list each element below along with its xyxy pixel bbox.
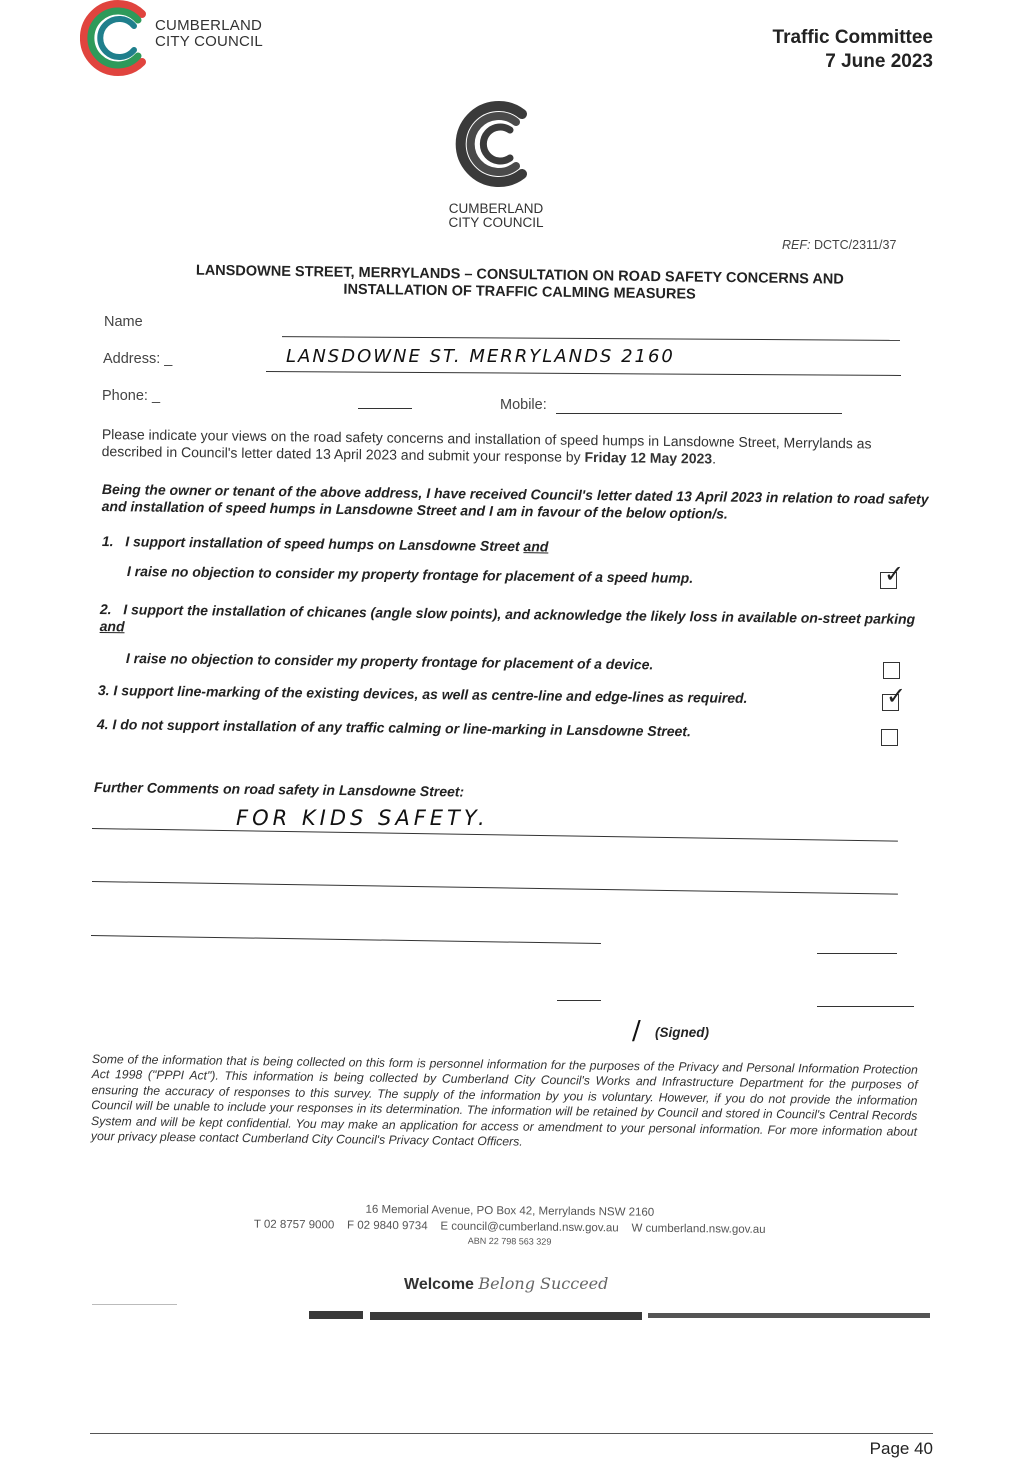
instructions: Please indicate your views on the road s… [102,426,932,470]
footer-bar-2 [370,1312,642,1320]
slogan-rest: Belong Succeed [478,1274,609,1293]
comments-line-3b[interactable] [817,953,897,954]
council-phone: T 02 8757 9000 [253,1218,335,1232]
address-field[interactable] [266,371,901,376]
option-1-sub: I raise no objection to consider my prop… [126,563,694,586]
option-4-number: 4. [96,716,109,733]
footer-bar-3 [648,1313,930,1318]
phone-label: Phone: _ [102,388,161,404]
header-date: 7 June 2023 [825,51,933,72]
page-number: Page 40 [869,1439,933,1458]
option-1: 1. I support installation of speed humps… [102,533,862,559]
option-1-checkbox[interactable] [880,572,897,589]
option-4-text: I do not support installation of any tra… [112,716,692,740]
option-1-check-mark-icon: ✓ [884,560,905,588]
mobile-field[interactable] [556,413,842,414]
option-3-check-mark-icon: ✓ [886,682,907,710]
phone-field[interactable] [358,408,412,409]
comments-line-1[interactable] [91,828,898,842]
privacy-notice: Some of the information that is being co… [90,1052,918,1149]
option-3-checkbox[interactable] [882,694,899,711]
signature-line-b[interactable] [817,1006,914,1007]
reference-number: DCTC/2311/37 [813,238,897,252]
name-label: Name [104,314,143,330]
council-web: W cumberland.nsw.gov.au [631,1222,766,1236]
page-footer-rule [90,1433,933,1434]
address-value: LANSDOWNE ST. MERRYLANDS 2160 [286,346,675,367]
instructions-text: Please indicate your views on the road s… [101,426,872,465]
name-field[interactable] [282,336,900,341]
option-2-text: I support the installation of chicanes (… [123,601,916,627]
reference: REF: DCTC/2311/37 [782,238,896,252]
option-3-text: I support line-marking of the existing d… [113,682,748,706]
comments-line-3[interactable] [90,935,601,945]
comments-line-2[interactable] [91,881,898,895]
mobile-label: Mobile: [500,397,547,413]
header-council-line1: CUMBERLAND [155,17,263,34]
option-3-number: 3. [97,682,110,699]
instructions-end: . [712,450,717,467]
option-1-text: I support installation of speed humps on… [125,533,520,555]
option-1-number: 1. [101,533,114,550]
option-4-checkbox[interactable] [881,729,898,746]
signature-mark: / [632,1016,641,1046]
reference-prefix: REF: [782,238,811,252]
declaration: Being the owner or tenant of the above a… [101,481,929,522]
scanned-council-line1: CUMBERLAND [448,201,544,216]
instructions-deadline: Friday 12 May 2023 [584,448,713,467]
header-council-name: CUMBERLAND CITY COUNCIL [155,18,263,50]
footer-bar-1 [309,1311,363,1319]
cumberland-logo-icon [80,0,146,76]
option-2: 2. I support the installation of chicane… [100,601,920,645]
header-council-line2: CITY COUNCIL [155,33,263,50]
scanned-council-name: CUMBERLAND CITY COUNCIL [430,202,562,230]
scanned-council-logo-icon [455,101,527,187]
option-4: 4. I do not support installation of any … [97,716,857,742]
comments-value: FOR KIDS SAFETY. [236,806,489,830]
header-committee: Traffic Committee [772,27,933,48]
option-2-sub: I raise no objection to consider my prop… [125,650,654,673]
option-2-and: and [99,617,125,635]
header-meeting: Traffic Committee 7 June 2023 [773,26,933,74]
signature-line-a[interactable] [557,1000,601,1001]
council-slogan: Welcome Belong Succeed [404,1274,608,1294]
form-title: LANSDOWNE STREET, MERRYLANDS – CONSULTAT… [150,262,890,306]
option-3: 3. I support line-marking of the existin… [98,682,858,708]
signed-label: (Signed) [655,1025,709,1040]
option-2-checkbox[interactable] [883,662,900,679]
comments-label: Further Comments on road safety in Lansd… [93,779,465,800]
option-2-number: 2. [99,601,112,618]
council-fax: F 02 9840 9734 [347,1219,428,1233]
footer-rule-left [92,1304,177,1305]
slogan-welcome: Welcome [404,1276,474,1293]
option-1-and: and [523,538,549,555]
scanned-council-line2: CITY COUNCIL [448,215,544,230]
council-email: E council@cumberland.nsw.gov.au [440,1220,619,1235]
council-contact: 16 Memorial Avenue, PO Box 42, Merryland… [200,1200,820,1250]
address-label: Address: _ [103,351,173,367]
